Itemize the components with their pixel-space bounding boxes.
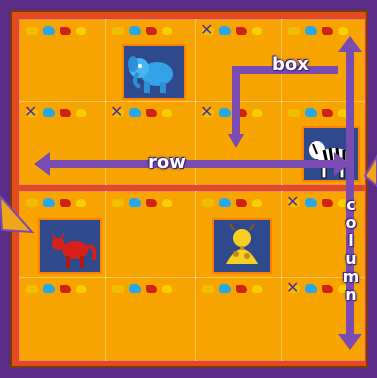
box-label: box: [272, 54, 309, 75]
pointer-right-icon: [365, 156, 377, 186]
column-label: c o l u m n: [341, 196, 361, 304]
column-label-o: o: [341, 214, 361, 232]
pointer-left-icon: [0, 196, 32, 232]
column-label-c: c: [341, 196, 361, 214]
box-arrow-down-head: [228, 134, 244, 148]
column-label-l: l: [341, 232, 361, 250]
column-label-n: n: [341, 286, 361, 304]
row-label: row: [148, 152, 186, 173]
box-arrow-outline: [236, 70, 338, 138]
column-label-m: m: [341, 268, 361, 286]
column-label-u: u: [341, 250, 361, 268]
row-arrow-left-head: [34, 152, 50, 176]
column-arrow-top-head: [338, 36, 362, 52]
column-arrow-bottom-head: [338, 334, 362, 350]
